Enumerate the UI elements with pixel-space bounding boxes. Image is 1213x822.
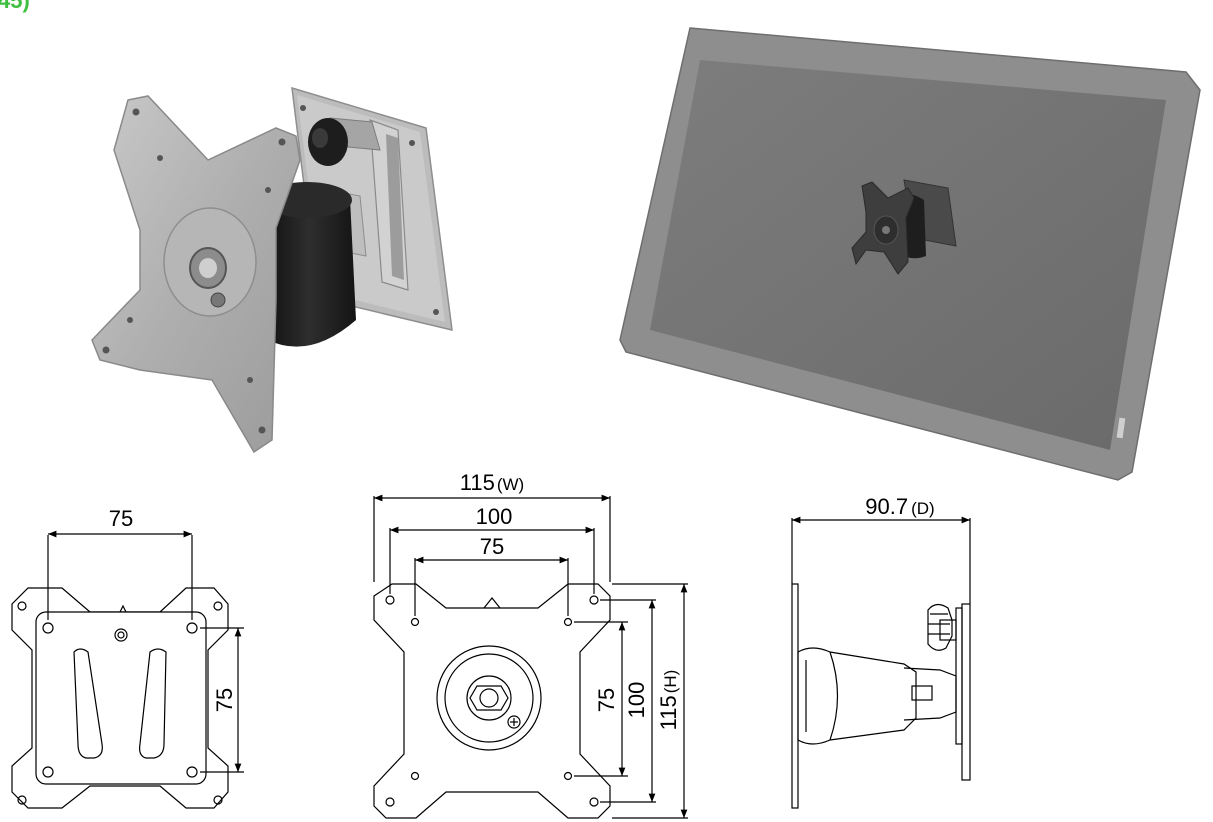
d2-outer-height-label: 115(H) xyxy=(656,670,681,731)
d2-outer-height-num: 115 xyxy=(656,695,681,730)
vesa-hole xyxy=(186,766,198,778)
plate-outline xyxy=(373,583,611,819)
front-plate xyxy=(91,95,301,454)
slot-left xyxy=(73,648,103,759)
hub-ring xyxy=(466,675,512,721)
back-plate-outline xyxy=(11,587,229,809)
d2-mid-width-label: 100 xyxy=(476,504,513,529)
slot-right xyxy=(139,648,167,759)
front-plate-side xyxy=(791,583,799,809)
hole xyxy=(17,795,27,805)
hole xyxy=(385,595,395,605)
hole xyxy=(563,617,573,627)
d2-inner-width-label: 75 xyxy=(480,534,504,559)
knob-side xyxy=(927,603,953,651)
d1-height-label: 75 xyxy=(212,688,237,712)
d3-depth-unit: (D) xyxy=(911,499,935,518)
vesa-mount-render xyxy=(91,86,453,454)
back-view-drawing xyxy=(373,494,688,819)
hole xyxy=(213,795,223,805)
hole xyxy=(385,797,395,807)
d2-outer-height-unit: (H) xyxy=(661,670,680,694)
hub-body-side xyxy=(797,647,917,745)
screw xyxy=(507,715,521,729)
hex-nut xyxy=(469,685,509,711)
front-view-drawing xyxy=(11,530,244,809)
d3-depth-label: 90.7(D) xyxy=(865,494,934,519)
hub-bore xyxy=(479,688,499,708)
hole xyxy=(589,595,599,605)
rear-plate-side xyxy=(961,603,971,781)
hole xyxy=(563,771,573,781)
vesa-hole xyxy=(42,622,54,634)
screw-center xyxy=(117,631,125,639)
top-notch xyxy=(483,597,501,609)
knob-stem xyxy=(939,619,957,641)
screw xyxy=(114,628,128,642)
side-view-drawing xyxy=(791,516,971,809)
d1-width-label: 75 xyxy=(109,506,133,531)
hole xyxy=(17,601,27,611)
d2-outer-width-label: 115(W) xyxy=(460,470,524,495)
vesa-hole xyxy=(186,622,198,634)
d2-outer-width-unit: (W) xyxy=(497,475,524,494)
d2-inner-height-label: 75 xyxy=(594,688,619,712)
hub-line xyxy=(829,651,839,741)
d3-depth-num: 90.7 xyxy=(865,494,908,519)
hole xyxy=(410,617,420,627)
hub-inner xyxy=(444,653,534,743)
monitor-side-button xyxy=(1116,417,1126,439)
hole xyxy=(589,797,599,807)
tension-knob xyxy=(308,118,348,166)
hole xyxy=(410,771,420,781)
d2-outer-width-num: 115 xyxy=(460,470,495,495)
d2-mid-height-label: 100 xyxy=(624,682,649,719)
hole xyxy=(213,601,223,611)
vesa-hole xyxy=(42,766,54,778)
corner-heading-fragment: 45) xyxy=(0,0,30,13)
mini-mount xyxy=(851,179,957,275)
hub-outer xyxy=(436,645,542,751)
arm-block xyxy=(911,685,933,701)
bracket-side xyxy=(955,607,963,745)
monitor-with-mount-render xyxy=(619,27,1201,481)
top-notch xyxy=(119,604,127,613)
